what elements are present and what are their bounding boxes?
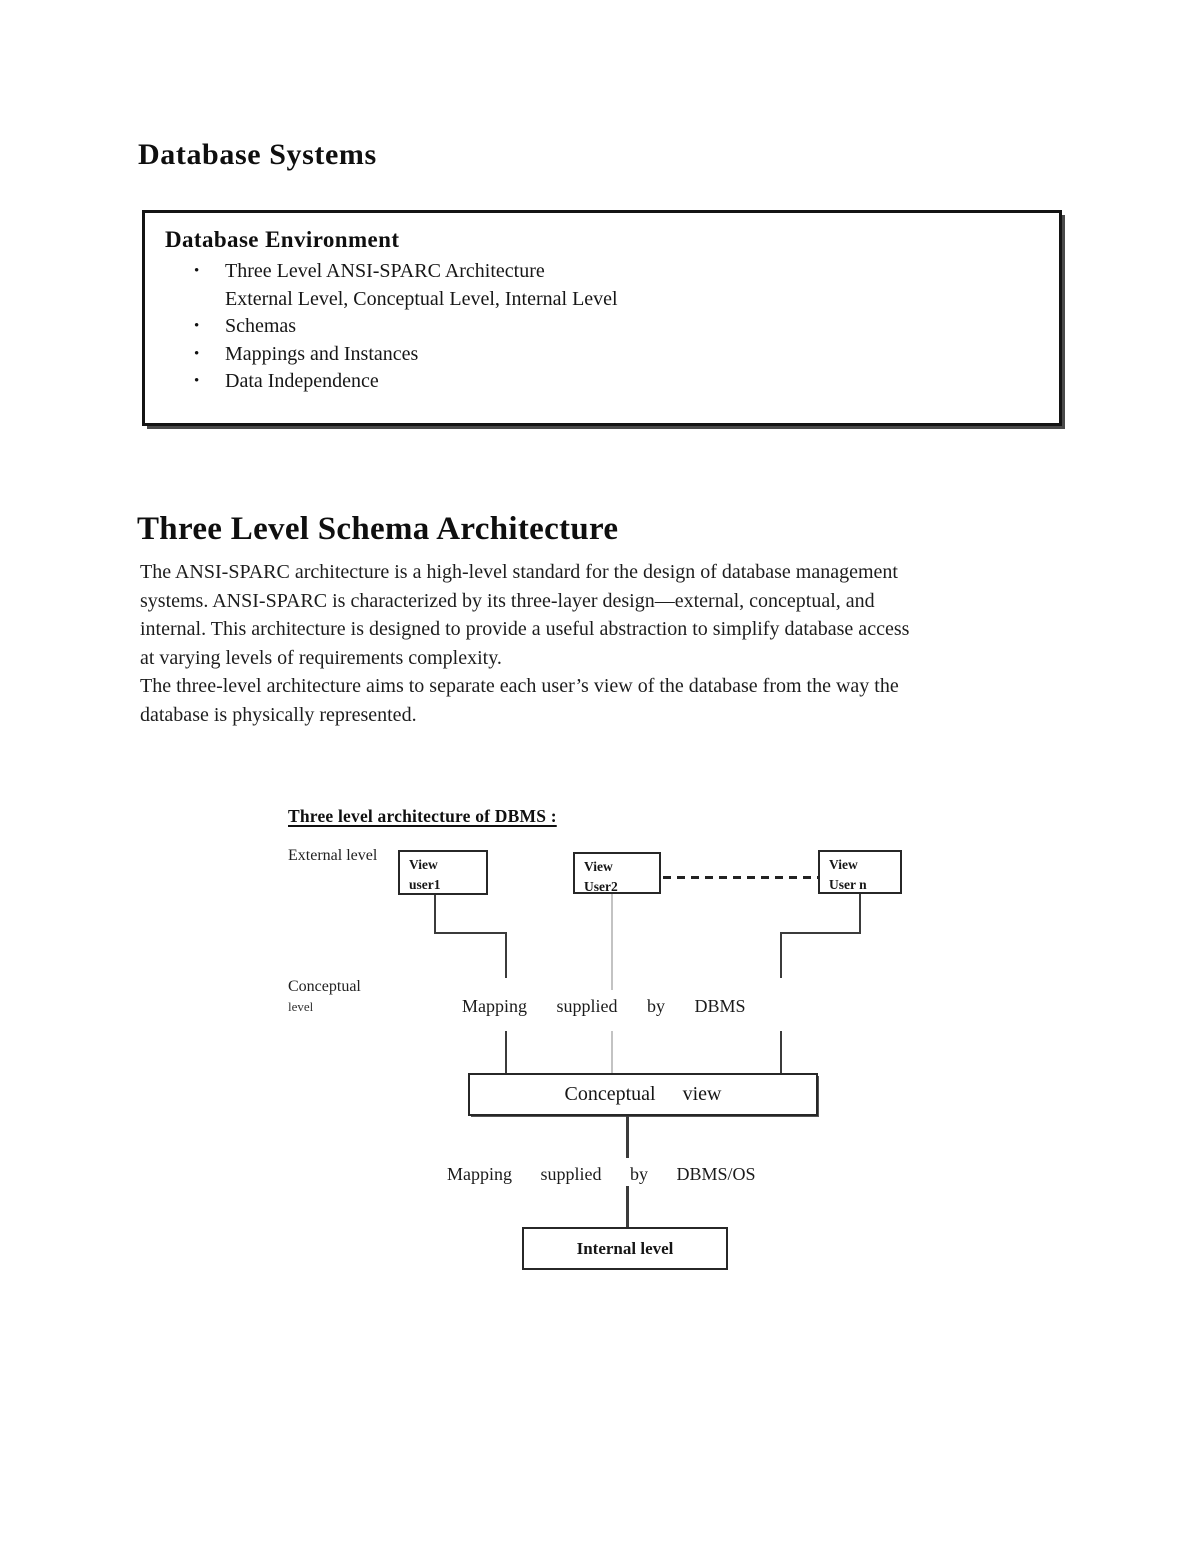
connector-line [626,1116,629,1158]
connector-line [626,1186,629,1227]
connector-line [611,894,613,990]
connector-line [434,932,507,934]
conceptual-view-box: Conceptual view [468,1073,818,1116]
list-item-label: Mappings and Instances [225,342,419,365]
environment-box: Database Environment • Three Level ANSI-… [142,210,1062,426]
mapping-dbms-os-caption: Mapping supplied by DBMS/OS [447,1164,756,1184]
view-user1-box: View user1 [398,850,488,895]
paragraph: The three-level architecture aims to sep… [140,675,899,726]
list-item: • Schemas [165,313,1039,341]
list-item-label: Data Independence [225,370,379,392]
environment-bullet-list: • Three Level ANSI-SPARC Architecture Ex… [165,258,1039,396]
diagram-title: Three level architecture of DBMS : [288,806,557,826]
document-title: Database Systems [138,138,377,171]
connector-line [505,1031,507,1075]
list-item-label: Three Level ANSI-SPARC Architecture [225,260,545,282]
external-level-label: External level [288,847,378,864]
bullet-icon: • [194,263,200,279]
connector-line [505,932,507,978]
bullet-icon: • [194,318,200,334]
list-item: • Mappings and Instances [165,341,1039,369]
connector-line [780,1031,782,1075]
conceptual-level-label: Conceptual [288,978,361,995]
environment-box-heading: Database Environment [165,227,400,252]
conceptual-level-label-line2: level [288,999,314,1014]
list-item-label: Schemas [225,315,297,337]
connector-line [611,1031,613,1075]
paragraph: The ANSI-SPARC architecture is a high-le… [140,561,910,669]
connector-line [780,932,782,978]
list-item-sublabel: External Level, Conceptual Level, Intern… [225,287,618,310]
connector-line [434,895,436,934]
list-item: • Data Independence [165,368,1039,396]
section-heading: Three Level Schema Architecture [137,511,619,547]
connector-line [859,894,861,934]
bullet-icon: • [194,345,200,362]
view-user-n-box: View User n [818,850,902,894]
view-user2-box: View User2 [573,852,661,894]
mapping-dbms-caption: Mapping supplied by DBMS [462,996,746,1016]
body-text: The ANSI-SPARC architecture is a high-le… [140,558,1110,730]
internal-level-box: Internal level [522,1227,728,1270]
connector-line [780,932,861,934]
bullet-icon: • [194,373,200,389]
dashed-connector-line [663,876,818,879]
list-item: • Three Level ANSI-SPARC Architecture Ex… [165,258,1039,313]
